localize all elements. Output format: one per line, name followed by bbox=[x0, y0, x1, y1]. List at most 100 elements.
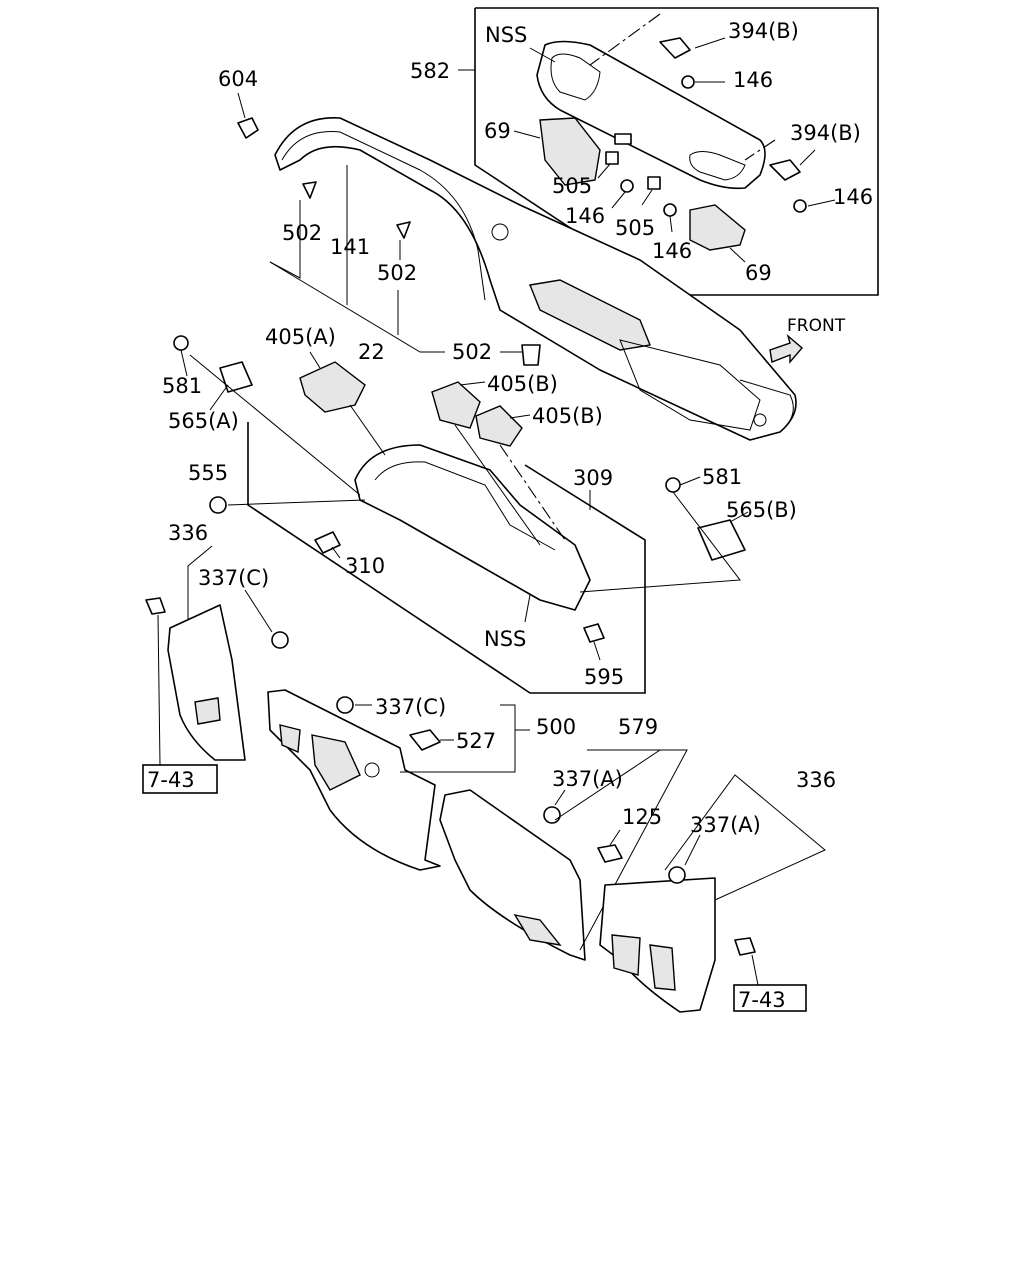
leader-394b-2-dash bbox=[744, 139, 776, 161]
clip-502-1 bbox=[302, 181, 317, 199]
screw-146-4 bbox=[663, 203, 677, 217]
switch-565b bbox=[697, 519, 746, 561]
callout-505-2: 505 bbox=[615, 216, 655, 240]
callout-394b-1: 394(B) bbox=[728, 19, 799, 43]
callout-69-1: 69 bbox=[484, 119, 511, 143]
dashboard-hole-2 bbox=[491, 223, 509, 241]
callout-125: 125 bbox=[622, 805, 662, 829]
clip-502-3 bbox=[521, 344, 541, 366]
callout-582: 582 bbox=[410, 59, 450, 83]
bolt-604 bbox=[237, 117, 259, 139]
leader-336-right bbox=[664, 774, 826, 901]
front-arrow bbox=[769, 333, 803, 364]
callout-505-1: 505 bbox=[552, 174, 592, 198]
callout-309: 309 bbox=[573, 466, 613, 490]
callout-nss-top: NSS bbox=[485, 23, 527, 47]
leader-743-left bbox=[157, 614, 161, 766]
clip-505-1 bbox=[605, 151, 619, 165]
lower-panel-500-recess-2 bbox=[279, 724, 301, 754]
side-panel-336-left bbox=[167, 604, 246, 761]
clip-394b-2 bbox=[769, 159, 801, 181]
leader-500 bbox=[400, 704, 516, 773]
callout-743-left: 7-43 bbox=[147, 768, 195, 792]
leader-581-line bbox=[189, 354, 361, 496]
side-panel-336-right-recess-2 bbox=[649, 944, 676, 991]
leader-505-2 bbox=[641, 189, 653, 206]
callout-502-3: 502 bbox=[452, 340, 492, 364]
callout-604: 604 bbox=[218, 67, 258, 91]
dashboard-cluster-hood bbox=[281, 131, 486, 301]
screw-146-3 bbox=[620, 179, 634, 193]
dashboard-hole bbox=[753, 413, 767, 427]
leader-581-1 bbox=[180, 349, 188, 377]
callout-581-2: 581 bbox=[702, 465, 742, 489]
leader-146-3 bbox=[611, 191, 626, 209]
callout-743-right: 7-43 bbox=[738, 988, 786, 1012]
leader-555 bbox=[227, 499, 366, 506]
garnish-inner-2 bbox=[689, 151, 746, 181]
lower-panel-500 bbox=[267, 689, 441, 871]
clip-502-2 bbox=[396, 221, 411, 239]
callout-337a-1: 337(A) bbox=[552, 767, 623, 791]
screw-581-2 bbox=[665, 477, 681, 493]
leader-146-4 bbox=[669, 215, 673, 233]
dashboard-upper-panel bbox=[274, 117, 797, 441]
leader-565a bbox=[209, 384, 229, 411]
vent-69-upper bbox=[539, 117, 601, 186]
inset-frame bbox=[474, 7, 879, 296]
leader-565b bbox=[729, 511, 749, 523]
leader-337c-1 bbox=[244, 589, 273, 633]
cluster-housing-inner bbox=[374, 461, 556, 551]
vent-405a bbox=[299, 361, 366, 413]
leader-604 bbox=[237, 92, 246, 119]
dashboard-right-end bbox=[739, 379, 794, 441]
leader-581-2-line bbox=[579, 491, 741, 593]
clip-125 bbox=[597, 844, 623, 863]
cluster-housing bbox=[354, 444, 591, 611]
callout-581-1: 581 bbox=[162, 374, 202, 398]
vent-405b-1 bbox=[431, 381, 481, 429]
leader-595 bbox=[593, 641, 601, 661]
leader-405a-to-cluster bbox=[349, 404, 386, 456]
callout-502-1: 502 bbox=[282, 221, 322, 245]
leader-337a-2 bbox=[684, 834, 701, 866]
leader-579-mid bbox=[554, 749, 661, 821]
callout-337a-2: 337(A) bbox=[690, 813, 761, 837]
leader-405a bbox=[309, 351, 321, 369]
switch-565a bbox=[219, 361, 253, 393]
callout-565b: 565(B) bbox=[726, 498, 797, 522]
callout-front: FRONT bbox=[787, 316, 846, 336]
clip-337a-2 bbox=[668, 866, 686, 884]
leader-nss-top bbox=[529, 47, 556, 63]
clip-garnish bbox=[614, 133, 632, 145]
callout-336-right: 336 bbox=[796, 768, 836, 792]
callout-146-4: 146 bbox=[652, 239, 692, 263]
callout-405a: 405(A) bbox=[265, 325, 336, 349]
callout-nss-mid: NSS bbox=[484, 627, 526, 651]
leader-394b-1 bbox=[694, 37, 726, 49]
side-panel-336-right-recess bbox=[611, 934, 641, 976]
callout-579: 579 bbox=[618, 715, 658, 739]
leader-405b-dash bbox=[499, 444, 566, 541]
lower-panel-500-hole bbox=[364, 762, 380, 778]
callout-555: 555 bbox=[188, 461, 228, 485]
callout-337c-2: 337(C) bbox=[375, 695, 446, 719]
callout-146-3: 146 bbox=[565, 204, 605, 228]
cluster-frame bbox=[247, 422, 646, 694]
leader-310 bbox=[331, 546, 341, 559]
clip-394b-1 bbox=[659, 37, 691, 59]
leader-405b-1 bbox=[459, 381, 486, 386]
callout-337c-1: 337(C) bbox=[198, 566, 269, 590]
ref-box-743-left bbox=[142, 764, 218, 794]
leader-69-2 bbox=[729, 247, 746, 263]
leader-394b-1-dash bbox=[589, 13, 661, 66]
leader-502-141-group bbox=[269, 200, 301, 279]
leader-505-1 bbox=[597, 163, 611, 179]
lower-panel-500-recess bbox=[311, 734, 361, 791]
callout-141: 141 bbox=[330, 235, 370, 259]
callout-336-left: 336 bbox=[168, 521, 208, 545]
callout-69-2: 69 bbox=[745, 261, 772, 285]
leader-69-1 bbox=[513, 130, 541, 139]
vent-69-lower bbox=[689, 204, 746, 251]
